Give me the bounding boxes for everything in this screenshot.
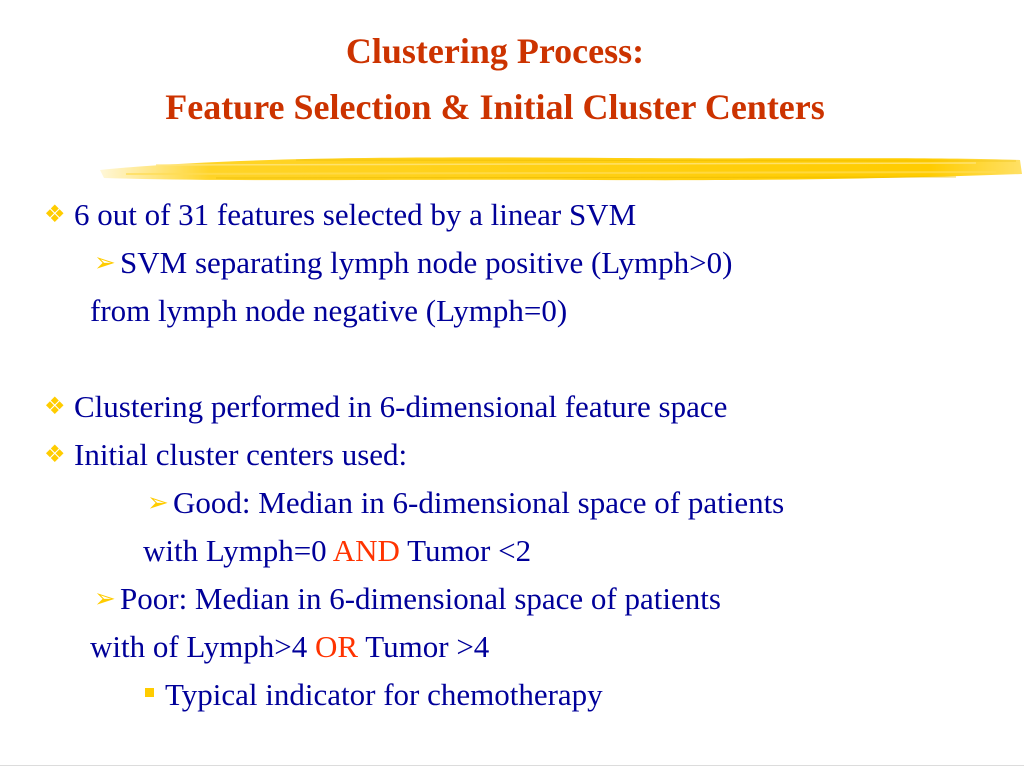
bullet-text: Initial cluster centers used: [74, 437, 408, 472]
sub-bullet-poor-center: ➢Poor: Median in 6-dimensional space of … [94, 581, 721, 617]
condition-text: Tumor <2 [399, 533, 532, 568]
yellow-brush-stroke-divider [100, 157, 1022, 181]
arrow-bullet-icon: ➢ [147, 488, 169, 517]
operator-or: OR [315, 629, 359, 664]
condition-text: with Lymph=0 [143, 533, 333, 568]
bullet-text: Clustering performed in 6-dimensional fe… [74, 389, 728, 424]
sub-bullet-svm-continuation: from lymph node negative (Lymph=0) [90, 293, 568, 328]
sub-bullet-text: SVM separating lymph node positive (Lymp… [120, 245, 733, 280]
diamond-bullet-icon: ❖ [44, 442, 66, 468]
arrow-bullet-icon: ➢ [94, 584, 116, 613]
condition-text: Tumor >4 [358, 629, 490, 664]
sub-bullet-text: Poor: Median in 6-dimensional space of p… [120, 581, 721, 616]
condition-text: with of Lymph>4 [90, 629, 316, 664]
sub-sub-bullet-typical-indicator: Typical indicator for chemotherapy [145, 677, 603, 713]
diamond-bullet-icon: ❖ [44, 202, 66, 228]
slide-title-line-2: Feature Selection & Initial Cluster Cent… [165, 87, 825, 127]
sub-sub-bullet-text: Typical indicator for chemotherapy [165, 677, 603, 712]
diamond-bullet-icon: ❖ [44, 394, 66, 420]
square-bullet-icon [145, 688, 154, 697]
sub-bullet-good-continuation: with Lymph=0 AND Tumor <2 [143, 533, 531, 569]
sub-bullet-good-center: ➢Good: Median in 6-dimensional space of … [147, 485, 784, 521]
sub-bullet-text: Good: Median in 6-dimensional space of p… [173, 485, 785, 520]
bullet-item-clustering-performed: ❖ Clustering performed in 6-dimensional f… [44, 389, 727, 425]
bullet-text: 6 out of 31 features selected by a linea… [74, 197, 637, 232]
arrow-bullet-icon: ➢ [94, 248, 116, 277]
sub-bullet-poor-continuation: with of Lymph>4 OR Tumor >4 [90, 629, 489, 665]
bullet-item-features-selected: ❖ 6 out of 31 features selected by a line… [44, 197, 636, 233]
sub-bullet-svm-separating: ➢SVM separating lymph node positive (Lym… [94, 245, 732, 281]
bullet-item-initial-centers: ❖ Initial cluster centers used: [44, 437, 407, 473]
slide-bottom-border [0, 765, 1024, 766]
operator-and: AND [332, 533, 400, 568]
slide-title-line-1: Clustering Process: [345, 31, 645, 71]
